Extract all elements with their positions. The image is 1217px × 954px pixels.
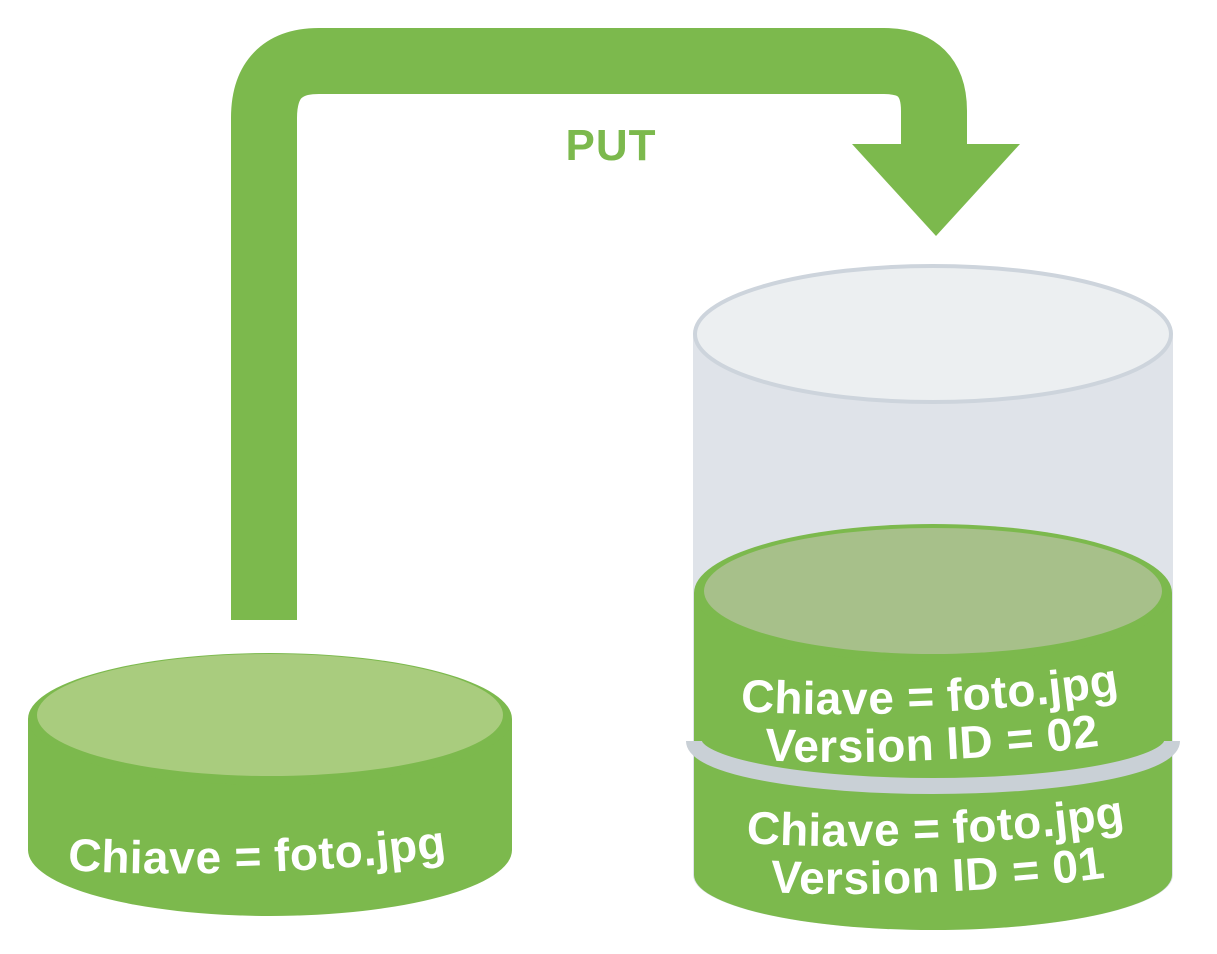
disk-top-ellipse <box>37 654 503 776</box>
version-separator <box>686 739 1180 794</box>
source-object-disk: Chiave = foto.jpg <box>28 653 512 916</box>
put-arrowhead <box>852 144 1020 236</box>
version-bands-body <box>694 593 1172 930</box>
put-label: PUT <box>566 121 657 170</box>
put-arrow-shaft <box>231 27 967 620</box>
bucket-top-ellipse <box>693 265 1173 403</box>
version-stack-top-ellipse <box>704 528 1162 654</box>
version-stack: Chiave = foto.jpg Version ID = 02 Chiave… <box>686 524 1180 930</box>
put-arrow <box>231 27 1020 620</box>
bucket-top-ellipse-rim <box>693 264 1173 404</box>
versioned-bucket: Chiave = foto.jpg Version ID = 02 Chiave… <box>686 264 1180 930</box>
